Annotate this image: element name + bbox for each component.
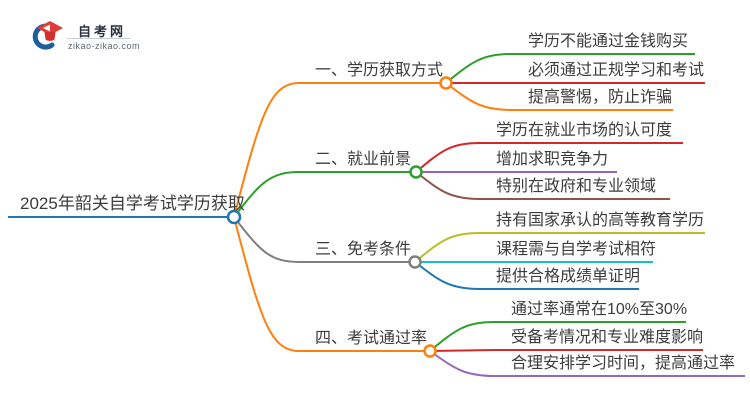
root-node-circle[interactable] [226,209,242,225]
leaf-2-1-label: 学历在就业市场的认可度 [496,122,673,139]
link-branch-3-leaf-1 [414,232,481,263]
branch-2-node-circle[interactable] [409,165,423,179]
logo-divider [67,38,131,39]
leaf-1-1-label: 学历不能通过金钱购买 [528,33,689,50]
leaf-4-3-label: 合理安排学习时间，提高通过率 [511,355,736,372]
site-logo[interactable]: 自考网 zikao-zikao.com [28,18,143,54]
branch-4-label: 四、考试通过率 [315,330,428,347]
leaf-3-1-label: 持有国家承认的高等教育学历 [496,212,705,229]
cap-chevron [43,24,50,32]
link-branch-4-leaf-1 [429,321,496,352]
link-branch-1-leaf-1 [445,53,513,84]
link-root-branch-4 [233,216,300,352]
link-branch-4-leaf-3 [429,350,496,377]
link-branch-4-leaf-2 [429,349,496,352]
leaf-4-2-label: 受备考情况和专业难度影响 [511,329,704,346]
branch-1-label: 一、学历获取方式 [315,62,444,79]
leaf-4-1-label: 通过率通常在10%至30% [511,301,688,318]
link-branch-2-leaf-1 [415,142,481,173]
leaf-2-2-label: 增加求职竞争力 [496,151,609,168]
leaf-3-2-label: 课程需与自学考试相符 [496,241,657,258]
link-root-branch-3 [233,216,300,263]
branch-4-node-circle[interactable] [423,344,437,358]
graduation-cap-icon [32,21,63,50]
link-branch-3-leaf-3 [414,261,481,290]
branch-3-label: 三、免考条件 [315,241,412,258]
leaf-2-3-label: 特别在政府和专业领域 [496,178,657,195]
site-url: zikao-zikao.com [68,41,141,51]
root-node-label: 2025年韶关自学考试学历获取 [20,194,245,213]
site-name: 自考网 [78,24,127,39]
link-branch-2-leaf-3 [415,171,481,200]
leaf-3-3-label: 提供合格成绩单证明 [496,268,641,285]
link-root-branch-2 [233,171,300,218]
leaf-1-3-label: 提高警惕，防止诈骗 [528,89,673,106]
link-branch-1-leaf-3 [445,82,513,111]
branch-2-label: 二、就业前景 [315,151,412,168]
branch-3-node-circle[interactable] [408,255,422,269]
branch-1-node-circle[interactable] [439,76,453,90]
cap-base [44,32,56,41]
leaf-1-2-label: 必须通过正规学习和考试 [528,62,705,79]
link-root-branch-1 [233,82,300,218]
